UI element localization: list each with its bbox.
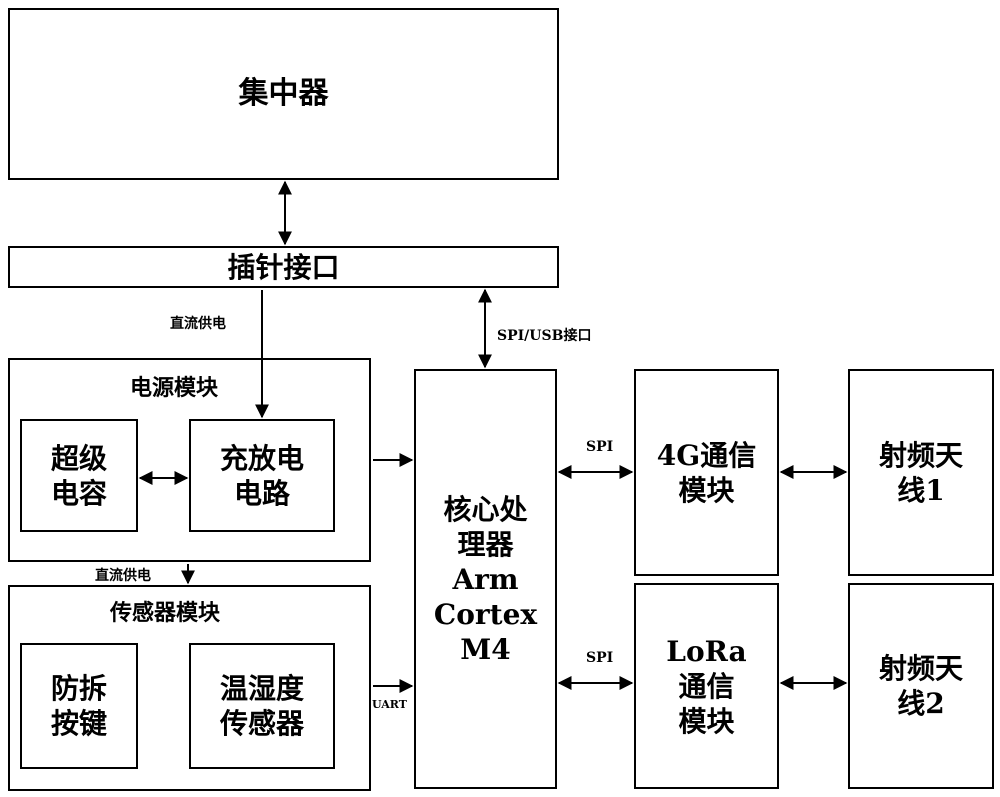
spi-usb-label: SPI/USB接口 [497, 328, 592, 344]
antenna-1-label: 射频天 线1 [878, 438, 963, 507]
temp-humidity-sensor-block: 温湿度 传感器 [189, 643, 335, 769]
antenna-2-label: 射频天 线2 [878, 652, 963, 720]
dc-supply-label-bottom: 直流供电 [95, 568, 151, 584]
supercapacitor-block: 超级 电容 [20, 419, 138, 532]
sensor-module-title: 传感器模块 [110, 600, 221, 626]
tamper-key-block: 防拆 按键 [20, 643, 138, 769]
charge-discharge-circuit-label: 充放电 电路 [219, 441, 304, 510]
lora-module-label: LoRa 通信 模块 [666, 634, 747, 738]
concentrator-label: 集中器 [238, 76, 329, 112]
core-processor-label: 核心处 理器 Arm Cortex M4 [433, 492, 538, 666]
charge-discharge-circuit-block: 充放电 电路 [189, 419, 335, 532]
uart-label: UART [372, 698, 407, 711]
antenna-1-block: 射频天 线1 [848, 369, 994, 576]
temp-humidity-sensor-label: 温湿度 传感器 [219, 672, 304, 740]
dc-supply-label-top: 直流供电 [170, 316, 226, 332]
power-module-title: 电源模块 [130, 375, 219, 401]
lora-module-block: LoRa 通信 模块 [634, 583, 779, 789]
4g-module-block: 4G通信 模块 [634, 369, 779, 576]
concentrator-block: 集中器 [8, 8, 559, 180]
core-processor-block: 核心处 理器 Arm Cortex M4 [414, 369, 557, 789]
4g-module-label: 4G通信 模块 [656, 438, 757, 507]
pin-interface-label: 插针接口 [227, 250, 340, 284]
antenna-2-block: 射频天 线2 [848, 583, 994, 789]
supercapacitor-label: 超级 电容 [50, 441, 107, 510]
spi-lora-label: SPI [586, 650, 614, 666]
spi-4g-label: SPI [586, 439, 614, 455]
pin-interface-block: 插针接口 [8, 246, 559, 288]
tamper-key-label: 防拆 按键 [50, 672, 107, 740]
